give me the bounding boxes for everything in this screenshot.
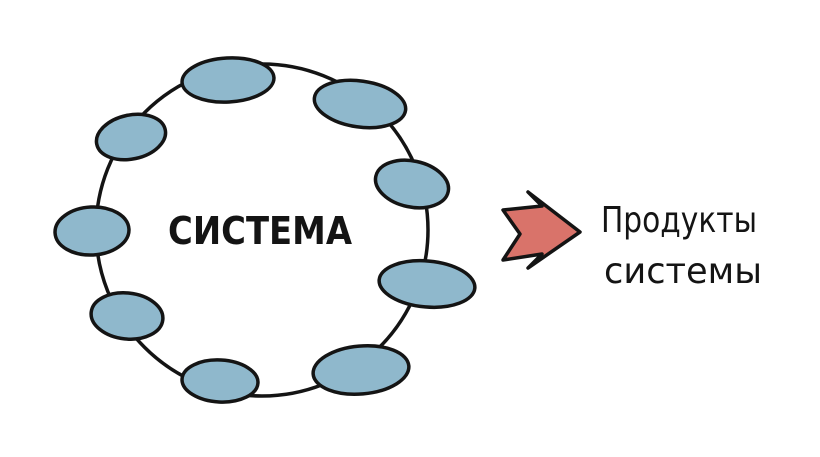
system-element bbox=[53, 205, 131, 257]
system-element bbox=[312, 78, 408, 130]
system-element bbox=[311, 343, 411, 397]
system-elements bbox=[53, 56, 477, 404]
system-element bbox=[180, 358, 260, 404]
system-element bbox=[94, 112, 168, 162]
output-arrow-icon bbox=[501, 190, 582, 270]
output-label-line2: системы bbox=[604, 251, 762, 292]
system-label: СИСТЕМА bbox=[168, 209, 353, 253]
system-element bbox=[180, 56, 276, 104]
system-element bbox=[377, 258, 477, 310]
system-element bbox=[89, 291, 165, 341]
system-element bbox=[373, 158, 451, 210]
output-label-line1: Продукты bbox=[601, 200, 757, 241]
